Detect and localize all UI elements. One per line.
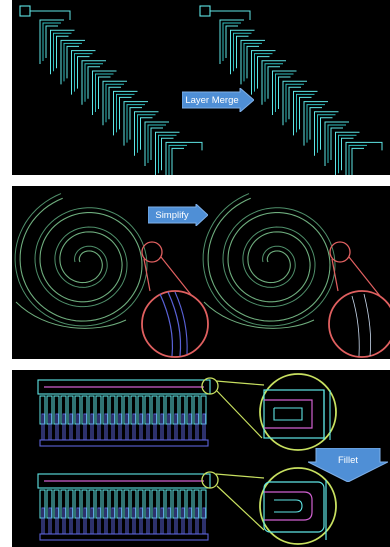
comb-structure-before <box>37 379 211 447</box>
simplify-label: Simplify <box>155 209 189 221</box>
layer-merge-panel: Layer Merge <box>12 0 390 175</box>
fillet-figure <box>37 373 337 545</box>
layer-merge-arrow: Layer Merge <box>182 88 254 112</box>
zoom-callout-after <box>328 241 390 358</box>
fillet-label: Fillet <box>337 454 359 466</box>
spiral-after <box>202 193 336 329</box>
simplify-arrow: Simplify <box>148 204 208 226</box>
simplify-figure <box>14 193 390 358</box>
simplify-panel: Simplify <box>12 186 390 359</box>
zoom-callout-before <box>141 241 209 358</box>
fillet-arrow: Fillet <box>308 448 388 482</box>
spiral-before <box>14 193 148 329</box>
zoom-callout-before <box>201 373 337 451</box>
layer-merge-before <box>19 5 383 175</box>
comb-structure-after <box>37 473 211 541</box>
layer-merge-label: Layer Merge <box>185 94 239 106</box>
zoom-callout-after <box>201 467 337 545</box>
stair-structure-before <box>19 5 203 175</box>
fillet-panel: Fillet <box>12 370 390 547</box>
stair-structure-after <box>199 5 383 175</box>
